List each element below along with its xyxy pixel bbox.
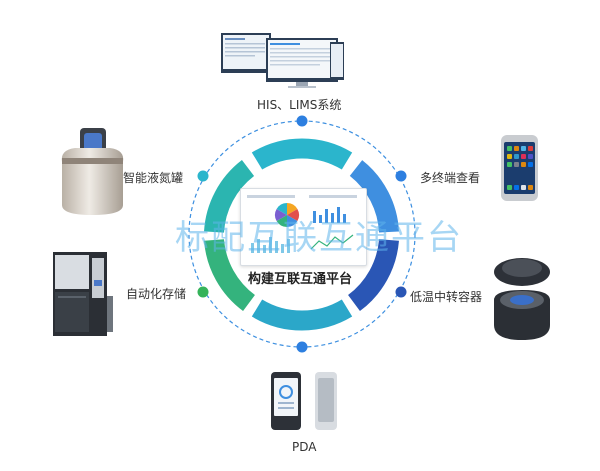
center-title: 构建互联互通平台 xyxy=(247,272,352,287)
label-ln2-tank: 智能液氮罐 xyxy=(123,171,184,185)
ring-segment-upper-left xyxy=(204,160,255,233)
node-dot-upper-left xyxy=(197,170,209,182)
monitor-right xyxy=(330,42,344,80)
label-auto-storage: 自动化存储 xyxy=(126,287,187,301)
ring-segment-top xyxy=(251,138,353,170)
node-dot-upper-right xyxy=(395,170,407,182)
node-dot-lower-left xyxy=(197,286,209,298)
watermark-text: 标配互联互通平台 xyxy=(175,218,463,258)
dashboard-thumbnail xyxy=(240,188,367,266)
ring-segment-lower-left xyxy=(204,238,256,312)
node-dot-bottom xyxy=(296,341,308,353)
node-dot-lower-right xyxy=(395,286,407,298)
monitor-left xyxy=(221,33,271,73)
dashboard-graphic xyxy=(247,195,357,253)
label-multi-terminal: 多终端查看 xyxy=(420,171,481,185)
label-his-lims: HIS、LIMS系统 xyxy=(257,98,342,112)
monitor-center xyxy=(266,38,338,88)
label-pda: PDA xyxy=(292,440,317,454)
label-low-temp-transfer: 低温中转容器 xyxy=(410,290,483,304)
ring-segment-lower-right xyxy=(347,238,399,312)
ring-segment-upper-right xyxy=(349,160,399,233)
ring-segment-bottom xyxy=(251,299,353,331)
node-dot-top xyxy=(296,115,308,127)
